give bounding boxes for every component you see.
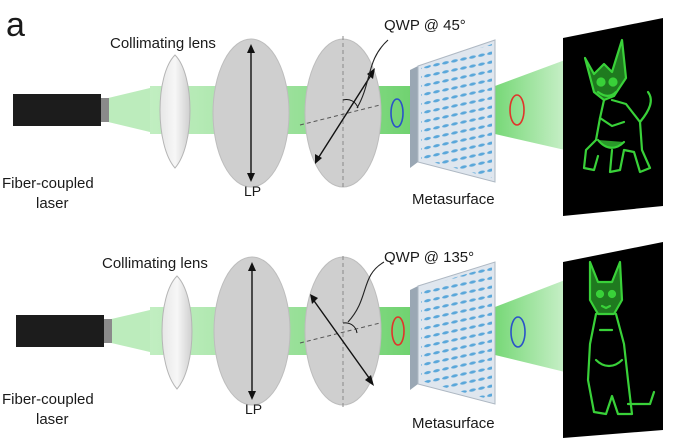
top-metasurface-nanostructures (421, 44, 492, 178)
bottom-qwp-arrow-tail (310, 294, 318, 304)
bottom-qwp-arrow-head (365, 375, 374, 386)
bottom-beam (107, 310, 150, 352)
top-red-circular-polarization (509, 94, 525, 126)
panel-letter: a (6, 6, 25, 44)
top-qwp-arrow-tail (315, 154, 322, 164)
top-source-label-line1: Fiber-coupled (2, 175, 94, 192)
bottom-qwp-angle-arc (342, 322, 358, 334)
top-qwp-leader (356, 39, 389, 109)
bottom-metasurface-side (410, 286, 418, 390)
bottom-lp-arrow-head-up (248, 262, 256, 271)
bottom-red-circular-polarization (391, 316, 405, 346)
top-collimating-lens (159, 54, 191, 169)
top-metasurface-side (410, 66, 418, 168)
bottom-projection-screen (563, 242, 663, 438)
top-lp-label: LP (244, 183, 261, 199)
top-projection-screen (563, 18, 663, 216)
bottom-collimating-lens-label: Collimating lens (102, 255, 208, 272)
top-output-cone (495, 60, 565, 150)
top-blue-circular-polarization (390, 98, 404, 128)
top-qwp-arrow-head (367, 68, 375, 79)
top-lp-arrow-head-down (247, 173, 255, 182)
top-lp-arrow-head-up (247, 44, 255, 53)
bottom-qwp-label: QWP @ 135° (384, 249, 474, 266)
top-laser-body (13, 94, 101, 126)
bottom-qwp-polarization-arrow (311, 297, 373, 383)
bottom-qwp-leader (347, 261, 385, 323)
top-setup: Collimating lens QWP @ 45° LP Fiber-coup… (2, 17, 663, 216)
bottom-source-label-line1: Fiber-coupled (2, 391, 94, 408)
cat-cartoon-image (586, 260, 656, 416)
top-source-label-line2: laser (36, 195, 69, 212)
dog-cartoon-image (582, 38, 652, 174)
top-qwp-polarization-arrow (316, 71, 374, 161)
bottom-source-label-line2: laser (36, 411, 69, 428)
bottom-lp-arrow-head-down (248, 391, 256, 400)
bottom-collimating-lens (161, 275, 193, 390)
bottom-lp-label: LP (245, 401, 262, 417)
bottom-metasurface-nanostructures (421, 266, 492, 400)
bottom-blue-circular-polarization (510, 316, 526, 348)
bottom-laser-body (16, 315, 104, 347)
bottom-setup: Collimating lens QWP @ 135° LP Fiber-cou… (2, 242, 663, 438)
top-collimating-lens-label: Collimating lens (110, 35, 216, 52)
top-metasurface-label: Metasurface (412, 191, 495, 208)
top-laser-tip (101, 98, 109, 122)
top-beam (104, 88, 150, 132)
top-qwp-label: QWP @ 45° (384, 17, 466, 34)
bottom-output-cone (495, 280, 565, 372)
bottom-metasurface-label: Metasurface (412, 415, 495, 432)
bottom-laser-tip (104, 319, 112, 343)
